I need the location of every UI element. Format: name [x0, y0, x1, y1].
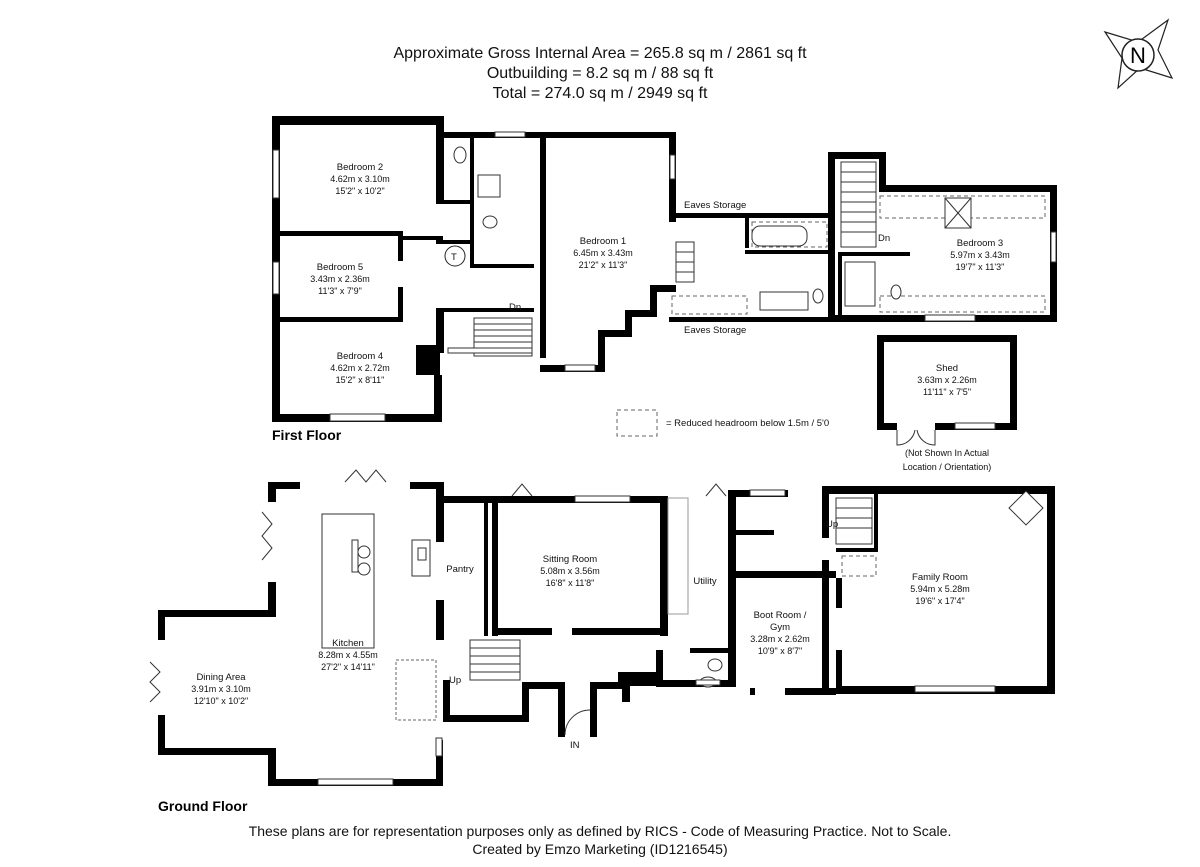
kitchen-island	[321, 513, 375, 649]
area-line-outbuilding: Outbuilding = 8.2 sq m / 88 sq ft	[486, 65, 714, 82]
svg-text:3.91m x 3.10m: 3.91m x 3.10m	[191, 684, 251, 694]
family-room-label: Family Room 5.94m x 5.28m 19'6" x 17'4"	[910, 572, 970, 606]
svg-text:Bedroom 3: Bedroom 3	[957, 238, 1003, 249]
svg-text:19'6" x 17'4": 19'6" x 17'4"	[915, 596, 964, 606]
shed-note-1: (Not Shown In Actual	[905, 448, 989, 458]
ground-floor-plan	[149, 469, 1055, 786]
svg-text:6.45m x 3.43m: 6.45m x 3.43m	[573, 248, 633, 258]
svg-text:Dining Area: Dining Area	[196, 672, 246, 683]
svg-text:8.28m x 4.55m: 8.28m x 4.55m	[318, 650, 378, 660]
svg-text:Gym: Gym	[770, 622, 790, 633]
svg-text:Sitting Room: Sitting Room	[543, 554, 597, 565]
bedroom-1-label: Bedroom 1 6.45m x 3.43m 21'2" x 11'3"	[573, 236, 633, 270]
stairs-down-label: Dn	[509, 302, 521, 313]
bedroom-5-label: Bedroom 5 3.43m x 2.36m 11'3" x 7'9"	[310, 262, 370, 296]
eaves-storage-bottom-label: Eaves Storage	[684, 325, 746, 336]
svg-text:11'3" x 7'9": 11'3" x 7'9"	[318, 286, 362, 296]
ground-floor-label: Ground Floor	[158, 798, 248, 814]
boot-room-label: Boot Room / Gym 3.28m x 2.62m 10'9" x 8'…	[750, 610, 810, 656]
stairs-up-label-2: Up	[826, 519, 838, 530]
legend-label: = Reduced headroom below 1.5m / 5'0	[666, 418, 829, 429]
svg-text:Kitchen: Kitchen	[332, 638, 364, 649]
bedroom-2-label: Bedroom 2 4.62m x 3.10m 15'2" x 10'2"	[330, 162, 390, 196]
shed-label: Shed 3.63m x 2.26m 11'11" x 7'5"	[917, 363, 977, 397]
pantry-label: Pantry	[446, 564, 474, 575]
svg-text:21'2" x 11'3": 21'2" x 11'3"	[579, 260, 628, 270]
utility-label: Utility	[693, 576, 716, 587]
svg-text:15'2" x 10'2": 15'2" x 10'2"	[335, 186, 384, 196]
stairs-down-label-2: Dn	[878, 233, 890, 244]
svg-text:27'2" x 14'11": 27'2" x 14'11"	[321, 662, 375, 672]
shed-plan	[877, 335, 1017, 446]
svg-text:Shed: Shed	[936, 363, 958, 374]
svg-text:5.94m x 5.28m: 5.94m x 5.28m	[910, 584, 970, 594]
dining-area-label: Dining Area 3.91m x 3.10m 12'10" x 10'2"	[191, 672, 251, 706]
svg-text:Bedroom 2: Bedroom 2	[337, 162, 383, 173]
svg-text:Boot Room /: Boot Room /	[754, 610, 807, 621]
entrance-label: IN	[570, 740, 580, 751]
svg-text:19'7" x 11'3": 19'7" x 11'3"	[956, 262, 1005, 272]
first-floor-label: First Floor	[272, 427, 342, 443]
svg-text:3.43m x 2.36m: 3.43m x 2.36m	[310, 274, 370, 284]
stairs-up-label: Up	[449, 675, 461, 686]
credit-text: Created by Emzo Marketing (ID1216545)	[472, 841, 728, 857]
svg-text:Bedroom 5: Bedroom 5	[317, 262, 363, 273]
sitting-room-label: Sitting Room 5.08m x 3.56m 16'8" x 11'8"	[540, 554, 600, 588]
tank-label: T	[451, 252, 457, 263]
first-floor-plan	[272, 116, 1057, 422]
svg-text:3.28m x 2.62m: 3.28m x 2.62m	[750, 634, 810, 644]
bedroom-3-label: Bedroom 3 5.97m x 3.43m 19'7" x 11'3"	[950, 238, 1010, 272]
north-compass-icon: N	[1103, 18, 1174, 90]
legend-swatch	[616, 409, 658, 437]
area-line-gross: Approximate Gross Internal Area = 265.8 …	[393, 45, 807, 62]
svg-text:12'10" x 10'2": 12'10" x 10'2"	[194, 696, 248, 706]
svg-text:Family Room: Family Room	[912, 572, 968, 583]
ground-floor-stairs	[469, 497, 873, 681]
svg-text:4.62m x 3.10m: 4.62m x 3.10m	[330, 174, 390, 184]
svg-text:11'11" x 7'5": 11'11" x 7'5"	[923, 387, 971, 397]
svg-text:15'2" x 8'11": 15'2" x 8'11"	[336, 375, 385, 385]
svg-text:5.97m x 3.43m: 5.97m x 3.43m	[950, 250, 1010, 260]
svg-text:10'9" x 8'7": 10'9" x 8'7"	[758, 646, 802, 656]
eaves-storage-top-label: Eaves Storage	[684, 200, 746, 211]
kitchen-label: Kitchen 8.28m x 4.55m 27'2" x 14'11"	[318, 638, 378, 672]
svg-text:Bedroom 4: Bedroom 4	[337, 351, 383, 362]
bedroom-4-label: Bedroom 4 4.62m x 2.72m 15'2" x 8'11"	[330, 351, 390, 385]
disclaimer-text: These plans are for representation purpo…	[248, 823, 952, 839]
svg-text:3.63m x 2.26m: 3.63m x 2.26m	[917, 375, 977, 385]
svg-text:4.62m x 2.72m: 4.62m x 2.72m	[330, 363, 390, 373]
area-line-total: Total = 274.0 sq m / 2949 sq ft	[492, 85, 708, 102]
svg-text:16'8" x 11'8": 16'8" x 11'8"	[546, 578, 595, 588]
first-floor-fixtures	[444, 146, 972, 311]
svg-text:Bedroom 1: Bedroom 1	[580, 236, 626, 247]
compass-label: N	[1130, 43, 1146, 68]
shed-note-2: Location / Orientation)	[903, 462, 992, 472]
svg-text:5.08m x 3.56m: 5.08m x 3.56m	[540, 566, 600, 576]
